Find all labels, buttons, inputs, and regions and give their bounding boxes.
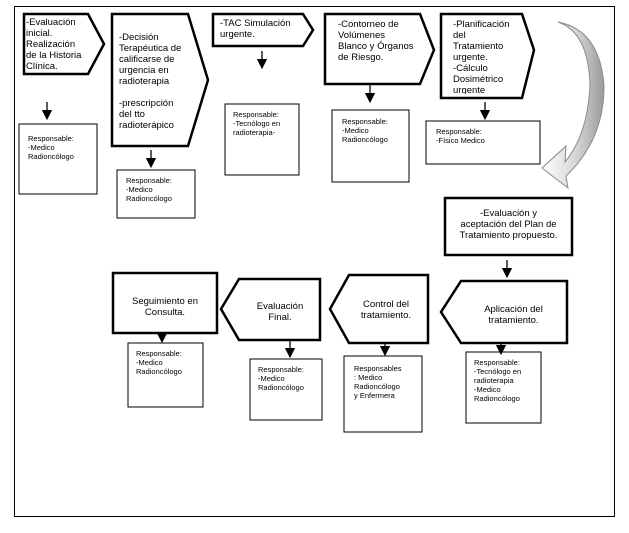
resp-2-text: Responsable: -Medico Radioncólogo bbox=[126, 176, 172, 203]
step-1-text: -Evaluación inicial. Realización de la H… bbox=[26, 17, 82, 72]
resp-8-text: Responsables : Medico Radioncólogo y Enf… bbox=[354, 364, 402, 400]
step-6-shape bbox=[443, 196, 574, 257]
resp-9-text: Responsable: -Medico Radioncólogo bbox=[258, 365, 304, 392]
resp-10-text: Responsable: -Medico Radioncólogo bbox=[136, 349, 182, 376]
step-2-text: -Decisión Terapéutica de calificarse de … bbox=[119, 32, 182, 131]
step-1-shape bbox=[22, 12, 106, 76]
resp-box-9 bbox=[249, 358, 323, 421]
curved-connector-arrow bbox=[541, 21, 605, 190]
step-9-shape bbox=[219, 277, 322, 342]
step-5-shape bbox=[439, 12, 536, 100]
step-3-text: -TAC Simulación urgente. bbox=[220, 18, 291, 40]
resp-box-8 bbox=[343, 355, 423, 433]
step-9-text: Evaluación Final. bbox=[256, 301, 304, 323]
resp-4-text: Responsable: -Medico Radioncólogo bbox=[342, 117, 388, 144]
step-8-text: Control del tratamiento. bbox=[360, 299, 412, 321]
resp-box-5 bbox=[425, 120, 541, 165]
diagram-frame bbox=[14, 6, 615, 517]
step-7-shape bbox=[439, 279, 569, 345]
step-8-shape bbox=[328, 273, 430, 345]
step-10-text: Seguimiento en Consulta. bbox=[131, 296, 199, 318]
step-7-text: Aplicación del tratamiento. bbox=[484, 304, 543, 326]
step-4-text: -Contorneo de Volúmenes Blanco y Órganos… bbox=[338, 19, 414, 63]
step-2-shape bbox=[110, 12, 210, 148]
step-10-shape bbox=[111, 271, 219, 335]
resp-box-10 bbox=[127, 342, 204, 408]
step-6-text: -Evaluación y aceptación del Plan de Tra… bbox=[459, 208, 558, 241]
step-3-shape bbox=[211, 12, 315, 48]
resp-box-1 bbox=[18, 123, 98, 195]
resp-1-text: Responsable: -Medico Radioncólogo bbox=[28, 134, 74, 161]
resp-box-7 bbox=[465, 351, 542, 424]
resp-box-2 bbox=[116, 169, 196, 219]
resp-box-3 bbox=[224, 103, 300, 176]
resp-3-text: Responsable: -Tecnólogo en radioterapia- bbox=[233, 110, 281, 137]
resp-7-text: Responsable: -Tecnólogo en radioterapia … bbox=[474, 358, 522, 403]
resp-box-4 bbox=[331, 109, 410, 183]
step-4-shape bbox=[323, 12, 436, 86]
resp-5-text: Responsable: -Físico Medico bbox=[436, 127, 485, 145]
step-5-text: -Planificación del Tratamiento urgente. … bbox=[453, 19, 510, 94]
